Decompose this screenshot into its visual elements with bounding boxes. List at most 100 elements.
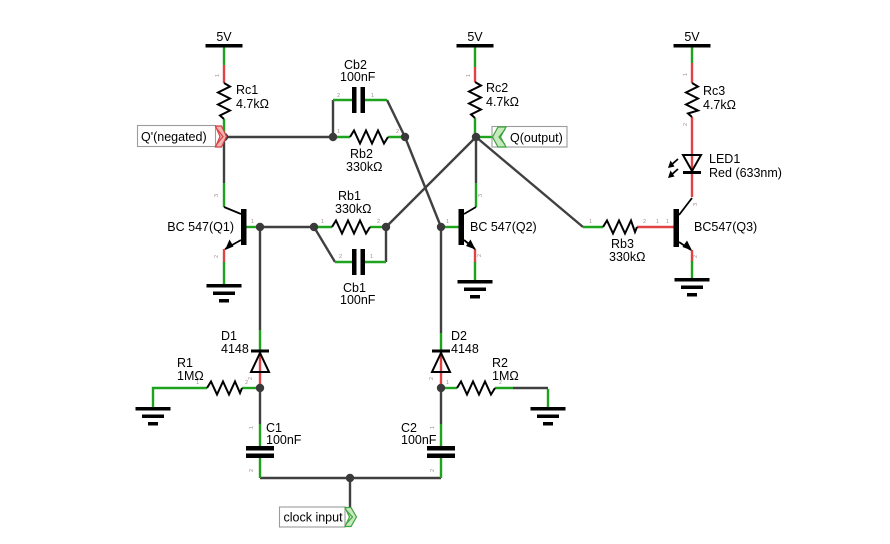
power-label: 5V (467, 30, 483, 44)
transistor-collector-line (678, 197, 693, 216)
ground-r1[interactable] (135, 407, 171, 426)
resistor-icon (466, 81, 484, 119)
capacitor-cb1[interactable]: Cb1 100nF (340, 249, 376, 307)
ref-label: Rb1 (338, 189, 361, 203)
ground-q2[interactable] (457, 280, 493, 299)
resistor-icon (206, 379, 243, 397)
value-label: 100nF (340, 293, 376, 307)
pin-number: 2 (214, 255, 220, 258)
wire[interactable] (385, 99, 407, 138)
red-pin-wires (222, 63, 694, 388)
power-rail-1[interactable]: 5V (205, 30, 243, 48)
capacitor-c2[interactable]: C2 100nF (401, 421, 455, 458)
value-label: 100nF (340, 70, 376, 84)
resistor-icon (683, 82, 701, 118)
ref-label: C2 (401, 421, 417, 435)
ref-label: Cb2 (344, 58, 367, 72)
net-label-text: Q'(negated) (141, 130, 207, 144)
wire[interactable] (475, 136, 584, 228)
transistor-emitter-arrow (682, 240, 692, 251)
ground-icon (537, 414, 559, 418)
junction-dot (400, 132, 410, 142)
value-label: 4.7kΩ (236, 97, 269, 111)
ground-icon (530, 407, 566, 411)
pin-number: 1 (337, 129, 340, 135)
capacitor-icon (352, 87, 357, 113)
ref-label: Cb1 (343, 281, 366, 295)
power-rail-2[interactable]: 5V (456, 30, 494, 48)
diode-icon (430, 350, 452, 373)
net-label-clock-input[interactable]: clock input (278, 506, 358, 528)
transistor-emitter-arrow (225, 239, 234, 250)
pin-number: 1 (666, 219, 669, 225)
value-label: 1MΩ (177, 369, 204, 383)
ground-icon (219, 299, 229, 303)
transistor-base-bar (673, 209, 679, 247)
value-label: 1MΩ (492, 369, 519, 383)
wire-green[interactable] (151, 386, 207, 407)
pin-number: 2 (396, 129, 399, 135)
transistor-q3[interactable]: BC547(Q3) (673, 197, 758, 251)
capacitor-icon (246, 453, 274, 458)
transistor-collector-line (463, 206, 477, 215)
resistor-rb2[interactable]: Rb2 330kΩ (346, 128, 389, 175)
transistor-q2[interactable]: BC 547(Q2) (458, 206, 537, 250)
wire-cross-coupling[interactable] (385, 136, 477, 228)
pin-number: 1 (251, 219, 254, 225)
pin-number: 1 (321, 219, 324, 225)
resistor-rb3[interactable]: Rb3 330kΩ (602, 217, 645, 265)
net-label-box (278, 506, 346, 528)
pin-number: 2 (643, 219, 646, 225)
junction-dot (345, 473, 355, 483)
net-label-q-output[interactable]: Q(output) (491, 125, 568, 148)
resistor-rc3[interactable]: Rc3 4.7kΩ (683, 82, 736, 118)
pin-number: 1 (370, 254, 373, 260)
ref-label: Rc3 (703, 84, 725, 98)
resistor-r2[interactable]: R2 1MΩ (456, 356, 519, 397)
junction-dot (255, 383, 265, 393)
wire-cross-coupling[interactable] (403, 136, 443, 228)
resistor-rc1[interactable]: Rc1 4.7kΩ (215, 82, 269, 120)
pin-number: 2 (248, 377, 254, 380)
transistor-base-bar (241, 209, 247, 245)
transistor-q1[interactable]: BC 547(Q1) (167, 206, 247, 250)
net-label-q-negated[interactable]: Q'(negated) (136, 124, 228, 148)
pin-number: 2 (477, 254, 483, 257)
ref-label: C1 (266, 421, 282, 435)
value-label: 4148 (221, 342, 249, 356)
diode-d2[interactable]: D2 4148 (430, 329, 479, 373)
led-emission-arrowhead (668, 160, 675, 168)
resistor-rb1[interactable]: Rb1 330kΩ (331, 189, 371, 236)
resistor-rc2[interactable]: Rc2 4.7kΩ (466, 81, 519, 119)
pin-number: 1 (215, 74, 221, 77)
ground-q3[interactable] (674, 278, 710, 297)
diode-d1[interactable]: D1 4148 (221, 329, 271, 373)
ref-label: BC547(Q3) (694, 220, 757, 234)
ref-label: D1 (221, 329, 237, 343)
ground-icon (543, 422, 553, 426)
ground-r2[interactable] (530, 407, 566, 426)
ground-icon (681, 285, 703, 289)
power-rail-3[interactable]: 5V (673, 30, 711, 48)
pin-number: 1 (589, 219, 592, 225)
wire[interactable] (312, 226, 337, 263)
ground-q1[interactable] (206, 284, 242, 303)
junction-dot (436, 222, 446, 232)
pin-number: 3 (214, 194, 220, 197)
capacitor-icon (246, 446, 274, 451)
ground-icon (206, 284, 242, 288)
pin-number: 1 (196, 380, 199, 386)
led-emission-arrowhead (668, 170, 675, 178)
ground-icon (213, 291, 235, 295)
led-cathode-bar (683, 171, 701, 174)
capacitor-cb2[interactable]: Cb2 100nF (340, 58, 376, 113)
net-label-text: clock input (284, 511, 344, 525)
power-bar-icon (673, 44, 711, 48)
value-label: 100nF (266, 433, 302, 447)
capacitor-c1[interactable]: C1 100nF (246, 421, 302, 458)
led-led1[interactable]: LED1 Red (633nm) (668, 152, 782, 180)
ground-icon (148, 422, 158, 426)
resistor-r1[interactable]: R1 1MΩ (177, 356, 243, 397)
value-label: 330kΩ (335, 202, 371, 216)
